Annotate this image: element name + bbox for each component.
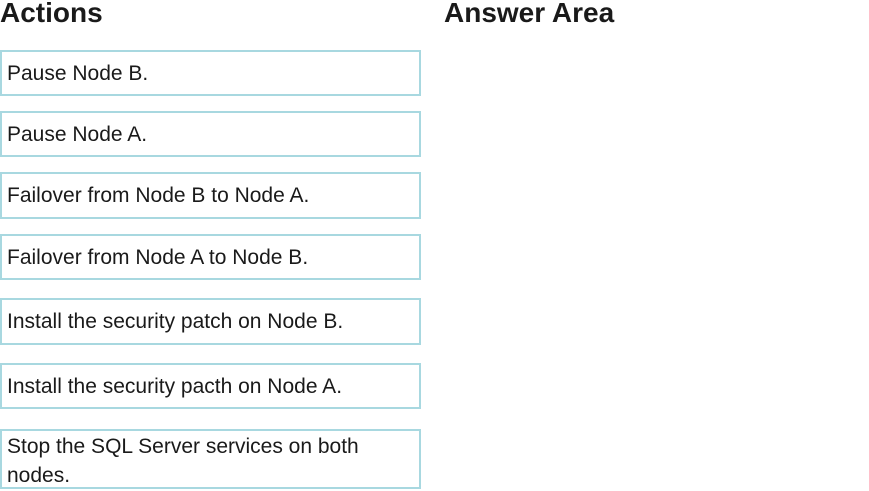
- action-item-pause-node-a[interactable]: Pause Node A.: [0, 111, 421, 157]
- action-label: Install the security pacth on Node A.: [7, 374, 343, 398]
- actions-list: Pause Node B. Pause Node A. Failover fro…: [0, 0, 430, 491]
- action-label: Pause Node B.: [7, 61, 149, 85]
- action-item-failover-a-to-b[interactable]: Failover from Node A to Node B.: [0, 234, 421, 280]
- action-label: Failover from Node B to Node A.: [7, 184, 310, 207]
- action-item-pause-node-b[interactable]: Pause Node B.: [0, 50, 421, 96]
- action-item-install-patch-node-b[interactable]: Install the security patch on Node B.: [0, 298, 421, 345]
- action-label: Stop the SQL Server services on both nod…: [7, 435, 359, 487]
- answer-area-heading: Answer Area: [444, 0, 615, 28]
- action-label: Install the security patch on Node B.: [7, 310, 344, 333]
- actions-heading: Actions: [0, 0, 103, 28]
- answer-area-dropzone[interactable]: [444, 40, 864, 488]
- action-item-install-patch-node-a[interactable]: Install the security pacth on Node A.: [0, 363, 421, 409]
- action-label: Pause Node A.: [7, 122, 148, 146]
- action-item-stop-sql-services[interactable]: Stop the SQL Server services on both nod…: [0, 429, 421, 489]
- action-label: Failover from Node A to Node B.: [7, 245, 309, 269]
- action-item-failover-b-to-a[interactable]: Failover from Node B to Node A.: [0, 172, 421, 219]
